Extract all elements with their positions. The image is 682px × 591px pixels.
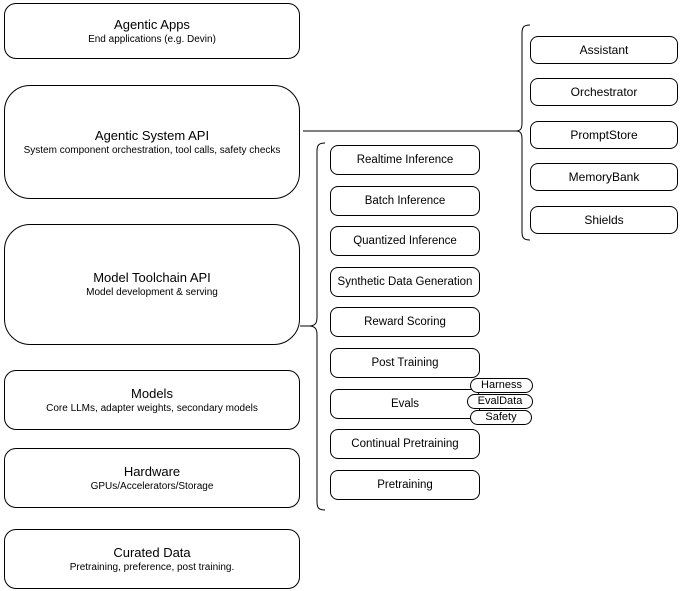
- node-post-training: Post Training: [330, 348, 480, 378]
- node-subtitle: Model development & serving: [86, 287, 218, 298]
- node-agentic-system-api: Agentic System API System component orch…: [4, 85, 300, 199]
- node-label: Realtime Inference: [356, 154, 454, 166]
- node-title: Hardware: [123, 463, 181, 479]
- node-label: Quantized Inference: [353, 235, 457, 247]
- node-label: Post Training: [371, 357, 439, 369]
- node-quantized-inference: Quantized Inference: [330, 226, 480, 256]
- node-evals: Evals: [330, 389, 480, 419]
- node-batch-inference: Batch Inference: [330, 186, 480, 216]
- node-label: Reward Scoring: [364, 316, 446, 328]
- node-label: Synthetic Data Generation: [337, 276, 473, 288]
- node-curated-data: Curated Data Pretraining, preference, po…: [4, 529, 300, 589]
- node-subtitle: System component orchestration, tool cal…: [23, 144, 281, 156]
- node-label: Shields: [584, 213, 624, 227]
- node-subtitle: GPUs/Accelerators/Storage: [90, 480, 214, 492]
- node-hardware: Hardware GPUs/Accelerators/Storage: [4, 448, 300, 508]
- node-label: Batch Inference: [364, 195, 446, 207]
- pill-harness: Harness: [470, 378, 533, 393]
- node-pretraining: Pretraining: [330, 470, 480, 500]
- node-reward-scoring: Reward Scoring: [330, 307, 480, 337]
- node-realtime-inference: Realtime Inference: [330, 145, 480, 175]
- node-label: PromptStore: [570, 128, 638, 142]
- node-title: Model Toolchain API: [93, 270, 211, 285]
- node-assistant: Assistant: [530, 36, 678, 64]
- node-label: Orchestrator: [570, 85, 638, 99]
- node-title: Models: [131, 385, 173, 401]
- node-title: Agentic Apps: [114, 16, 190, 32]
- node-subtitle: End applications (e.g. Devin): [88, 33, 216, 45]
- node-orchestrator: Orchestrator: [530, 78, 678, 106]
- node-promptstore: PromptStore: [530, 121, 678, 149]
- pill-label: EvalData: [477, 395, 523, 407]
- node-title: Curated Data: [113, 544, 191, 560]
- node-label: MemoryBank: [568, 170, 640, 184]
- node-models: Models Core LLMs, adapter weights, secon…: [4, 370, 300, 430]
- node-agentic-apps: Agentic Apps End applications (e.g. Devi…: [4, 3, 300, 59]
- pill-safety: Safety: [470, 410, 532, 425]
- node-synthetic-data-generation: Synthetic Data Generation: [330, 267, 480, 297]
- node-subtitle: Pretraining, preference, post training.: [69, 561, 235, 573]
- node-memorybank: MemoryBank: [530, 163, 678, 191]
- bracket-system-components: [515, 24, 531, 241]
- pill-label: Harness: [481, 379, 522, 391]
- node-continual-pretraining: Continual Pretraining: [330, 429, 480, 459]
- node-shields: Shields: [530, 206, 678, 234]
- node-model-toolchain-api: Model Toolchain API Model development & …: [4, 224, 300, 345]
- pill-label: Safety: [485, 411, 517, 423]
- bracket-toolchain-items: [308, 142, 326, 511]
- node-label: Pretraining: [377, 479, 433, 491]
- pill-evaldata: EvalData: [467, 394, 533, 409]
- node-subtitle: Core LLMs, adapter weights, secondary mo…: [46, 402, 258, 414]
- node-label: Evals: [390, 398, 420, 410]
- node-title: Agentic System API: [94, 127, 210, 143]
- node-label: Continual Pretraining: [351, 438, 459, 450]
- node-label: Assistant: [579, 43, 629, 57]
